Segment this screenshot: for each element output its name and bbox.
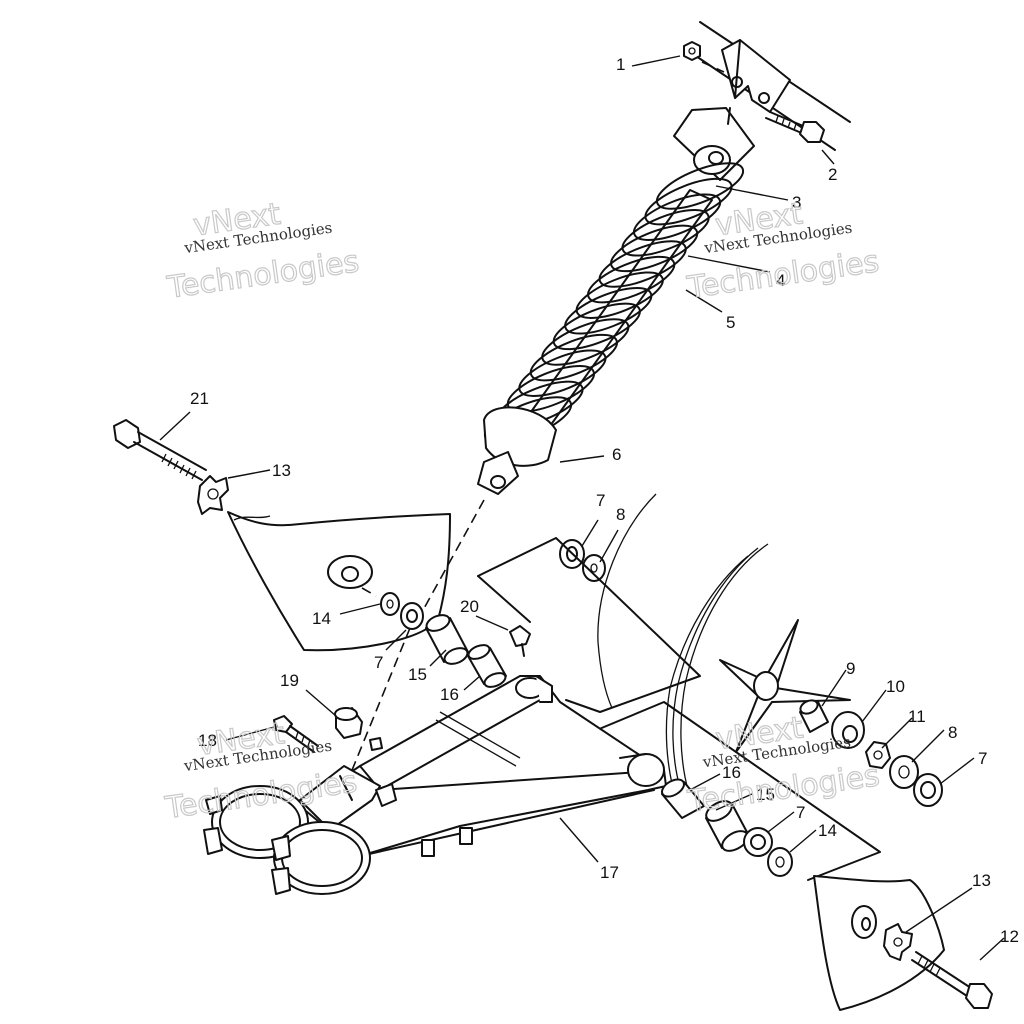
bushing-item-10 [831,711,865,749]
spring-coil [552,302,641,351]
callout-c15b: 15 [756,785,775,804]
callout-c5: 5 [726,313,735,332]
callout-c3: 3 [792,193,801,212]
spring-coil [621,209,710,257]
axle-clamp-right [271,821,371,895]
bolt-item-18 [273,715,319,753]
star-washer-item-13-right [883,923,913,961]
spring-coil [644,177,733,226]
nut-item-1 [683,41,725,73]
callout-c7c: 7 [978,749,987,768]
callout-c15a: 15 [408,665,427,684]
nut-item-11 [865,741,891,769]
bushing-washer-item-7-lower [743,827,773,857]
spring-coil [506,365,596,413]
grease-fitting-item-20 [509,625,531,657]
callout-c13b: 13 [972,871,991,890]
spring-coil [564,287,653,335]
coil-over-shock [477,162,745,495]
bushing-washer-item-7-right [913,773,943,807]
callout-c10: 10 [886,677,905,696]
bolt-item-2 [765,111,825,143]
callout-c7b: 7 [374,653,383,672]
callout-c1: 1 [616,55,625,74]
callout-c17: 17 [600,863,619,882]
callout-c13a: 13 [272,461,291,480]
callout-c8a: 8 [616,505,625,524]
callout-c14a: 14 [312,609,331,628]
shock-lower-eye [477,451,519,495]
bushing-item-16-lower [661,778,705,819]
callout-c16a: 16 [440,685,459,704]
watermark-upper-left: vNext vNext Technologies Technologies [164,196,362,306]
spacer-item-9 [799,699,829,733]
callout-c21: 21 [190,389,209,408]
callout-c16b: 16 [722,763,741,782]
callout-c4: 4 [776,271,785,290]
spring-coil [587,255,676,304]
callout-c9: 9 [846,659,855,678]
callout-c20: 20 [460,597,479,616]
washer-item-14-lower [767,847,793,877]
callout-c14b: 14 [818,821,837,840]
spring-coil [610,224,699,273]
callout-c7d: 7 [796,803,805,822]
callout-c2: 2 [828,165,837,184]
washer-item-8-right [889,755,919,789]
spring-coil [529,333,618,382]
bolt-item-21 [113,419,207,481]
wheel-outline [597,493,851,791]
star-washer-item-13-left [197,475,229,515]
left-shield-plate [227,511,451,652]
spring-coil [655,162,745,210]
callout-c19: 19 [280,671,299,690]
a-arm-item-17 [299,675,667,857]
spring-coil [632,193,722,241]
callout-c8b: 8 [948,723,957,742]
spring-coil [575,271,664,319]
callout-labels: 1234567820211314715161918910118716157141… [190,55,1019,946]
frame-bracket [689,21,851,151]
callout-c6: 6 [612,445,621,464]
bushing-washer-item-7-left [400,602,424,630]
callout-c18: 18 [198,731,217,750]
callout-c7a: 7 [596,491,605,510]
spring-coil [518,349,607,397]
bushing-item-16-upper [467,644,507,688]
cap-item-19 [334,707,383,751]
bushing-item-15-upper [425,614,469,665]
callout-c12: 12 [1000,927,1019,946]
spring-coil [541,318,630,366]
washer-item-14-left [380,592,400,616]
bushing-item-15-lower [705,800,749,852]
leader-lines [159,55,1005,961]
callout-c11: 11 [908,707,926,726]
bolt-item-12 [911,951,993,1009]
right-shield-plate [813,875,945,1011]
spring-coil [598,240,687,288]
